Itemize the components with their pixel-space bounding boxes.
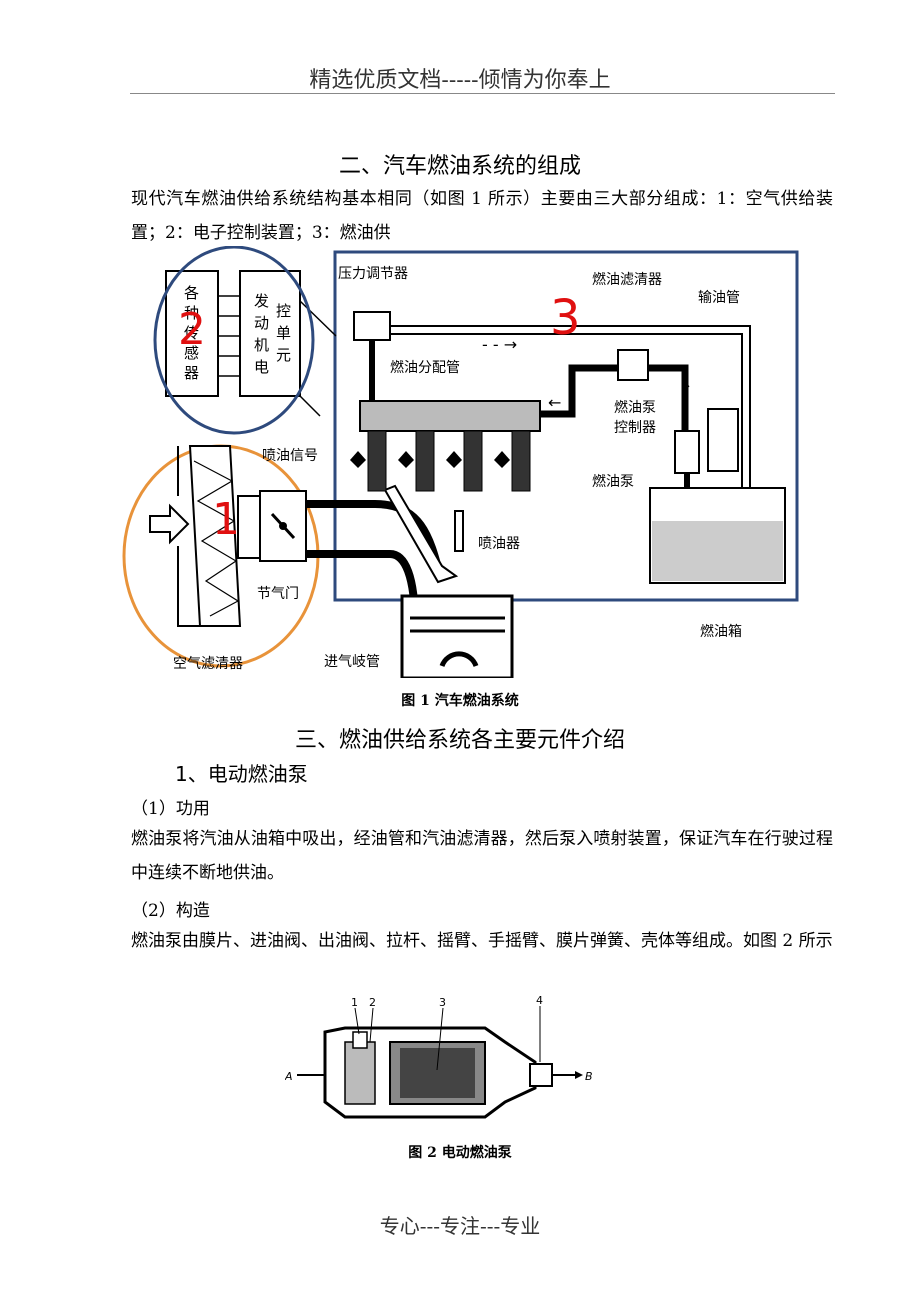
fuel-pump xyxy=(674,430,700,474)
label-delivery-pipe: 输油管 xyxy=(698,290,740,306)
label-pump-controller-1: 燃油泵 xyxy=(614,399,656,416)
number-2: 2 xyxy=(178,304,206,355)
section-title-components: 三、燃油供给系统各主要元件介绍 xyxy=(294,728,625,753)
label-air-filter: 空气滤清器 xyxy=(173,656,243,672)
ecu-char: 单 xyxy=(276,324,291,342)
fuel-system-diagram: - - → ← ↑ 各 种 传 感 器 发 动 机 电 控 单 元 压力调节器 … xyxy=(122,246,799,678)
figure2-caption: 图 2 电动燃油泵 xyxy=(408,1145,512,1161)
label-pump-controller-2: 控制器 xyxy=(614,420,656,436)
label-throttle: 节气门 xyxy=(257,586,299,602)
fuel-supply-frame xyxy=(333,250,799,602)
ecu-box xyxy=(239,270,301,397)
ecu-char: 元 xyxy=(276,346,291,364)
pressure-regulator xyxy=(353,311,391,341)
air-inlet-arrow xyxy=(149,503,190,545)
sensors-char: 种 xyxy=(184,304,199,322)
sensors-char: 传 xyxy=(184,324,199,342)
subsection-title-pump: 1、电动燃油泵 xyxy=(175,762,308,786)
structure-paragraph: 燃油泵由膜片、进油阀、出油阀、拉杆、摇臂、手摇臂、膜片弹簧、壳体等组成。如图 2… xyxy=(131,931,833,951)
label-fuel-pump: 燃油泵 xyxy=(592,473,634,490)
ecu-char: 电 xyxy=(254,358,269,376)
fuel-filter xyxy=(617,349,649,381)
label-fuel-filter: 燃油滤清器 xyxy=(592,271,662,288)
label-injector: 喷油器 xyxy=(478,536,520,552)
ecu-char: 动 xyxy=(254,314,269,332)
part-3-label: 3 xyxy=(439,996,446,1009)
label-fuel-rail: 燃油分配管 xyxy=(390,359,460,376)
sensors-char: 器 xyxy=(184,364,199,382)
page-footer: 专心---专注---专业 xyxy=(379,1214,541,1238)
label-fuel-tank: 燃油箱 xyxy=(700,623,742,640)
page-header: 精选优质文档-----倾情为你奉上 xyxy=(309,68,611,93)
section-title-composition: 二、汽车燃油系统的组成 xyxy=(338,154,581,179)
outlet-label: B xyxy=(585,1070,593,1083)
figure1-caption: 图 1 汽车燃油系统 xyxy=(401,693,519,709)
label-intake-manifold: 进气岐管 xyxy=(324,654,380,670)
air-filter-element xyxy=(188,445,242,627)
function-label: （1）功用 xyxy=(131,799,210,819)
electronic-control-circle xyxy=(153,246,315,435)
function-paragraph: 燃油泵将汽油从油箱中吸出，经油管和汽油滤清器，然后泵入喷射装置，保证汽车在行驶过… xyxy=(131,829,833,883)
label-pressure-regulator: 压力调节器 xyxy=(338,266,408,282)
ecu-char: 机 xyxy=(254,336,269,354)
engine-cylinder xyxy=(400,594,514,678)
sensors-char: 各 xyxy=(184,284,199,302)
svg-text:- - →: - - → xyxy=(482,335,517,354)
part-4-label: 4 xyxy=(536,994,543,1007)
structure-label: （2）构造 xyxy=(131,901,210,921)
inlet-label: A xyxy=(285,1070,293,1083)
fuel-rail xyxy=(359,400,541,432)
label-injection-signal: 喷油信号 xyxy=(262,448,318,464)
svg-text:↑: ↑ xyxy=(678,380,693,401)
part-2-label: 2 xyxy=(369,996,376,1009)
number-3: 3 xyxy=(550,290,581,346)
number-1: 1 xyxy=(212,494,240,545)
pump-controller xyxy=(707,408,739,472)
sensors-char: 感 xyxy=(184,344,199,362)
header-rule xyxy=(130,93,835,94)
svg-text:←: ← xyxy=(548,393,561,412)
electric-pump-diagram: 1 2 3 4 A B xyxy=(285,994,593,1119)
part-1-label: 1 xyxy=(351,996,358,1009)
composition-paragraph: 现代汽车燃油供给系统结构基本相同（如图 1 所示）主要由三大部分组成：1：空气供… xyxy=(131,189,833,243)
sensors-box xyxy=(165,270,219,397)
fuel-level xyxy=(652,521,783,581)
ecu-char: 发 xyxy=(254,292,269,310)
ecu-char: 控 xyxy=(276,302,291,320)
